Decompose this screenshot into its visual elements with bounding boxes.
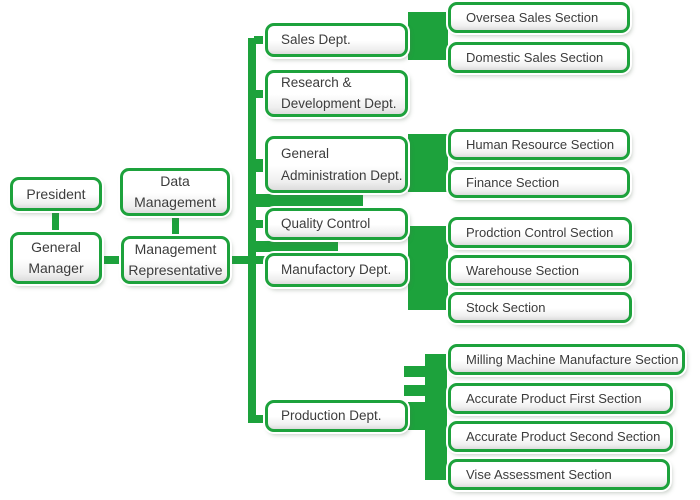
org-box-label: Sales Dept. [281, 31, 351, 47]
org-box-accurate-product-first-section: Accurate Product First Section [448, 383, 673, 414]
org-box-vise-assessment-section: Vise Assessment Section [448, 459, 670, 490]
connector-president-general-manager [52, 209, 59, 234]
connector-stub-sales-dept [254, 36, 268, 44]
connector-bracket-sales-sections [408, 12, 448, 60]
connector-stub-production-dept [248, 415, 268, 423]
connector-band-below-general-administration [250, 194, 363, 207]
org-box-warehouse-section: Warehouse Section [448, 255, 632, 286]
org-box-label: Warehouse Section [466, 262, 579, 278]
org-box-president: President [10, 177, 102, 211]
connector-stub-production-bracket-lower [404, 385, 425, 396]
org-box-label: Domestic Sales Section [466, 49, 604, 65]
org-box-label: Accurate Product First Section [466, 390, 642, 406]
org-box-oversea-sales-section: Oversea Sales Section [448, 2, 630, 33]
org-box-domestic-sales-section: Domestic Sales Section [448, 42, 630, 73]
org-box-manufactory-dept: Manufactory Dept. [265, 253, 408, 287]
org-box-accurate-product-second-section: Accurate Product Second Section [448, 421, 673, 452]
org-box-label: Oversea Sales Section [466, 9, 599, 25]
org-box-label: Manufactory Dept. [281, 261, 392, 277]
connector-bracket-administration-sections [408, 134, 448, 192]
connector-trunk-vertical [248, 38, 256, 423]
org-box-label: Finance Section [466, 174, 560, 190]
connector-band-below-quality-control [250, 241, 338, 252]
org-box-milling-machine-manufacture-section: Milling Machine Manufacture Section [448, 344, 685, 375]
org-box-label: Production Dept. [281, 407, 382, 423]
org-box-label: President [26, 185, 86, 202]
org-box-production-dept: Production Dept. [265, 400, 408, 432]
connector-stub-general-administration-dept [252, 159, 268, 172]
connector-data-management-management-representative [172, 214, 179, 238]
org-box-label: Milling Machine Manufacture Section [466, 351, 679, 367]
connector-stub-research-development-dept [254, 90, 268, 98]
org-box-quality-control: Quality Control [265, 208, 408, 240]
org-box-label: Prodction Control Section [466, 224, 614, 240]
org-box-human-resource-section: Human Resource Section [448, 129, 630, 160]
org-box-prodction-control-section: Prodction Control Section [448, 217, 632, 248]
connector-production-dept-bracket [408, 402, 426, 430]
org-box-sales-dept: Sales Dept. [265, 23, 408, 57]
org-box-general-administration-dept: General Administration Dept. [265, 136, 408, 193]
org-box-label: Accurate Product Second Section [466, 428, 661, 444]
org-box-finance-section: Finance Section [448, 167, 630, 198]
org-box-label: Human Resource Section [466, 136, 615, 152]
org-box-label: General Manager [28, 239, 84, 276]
org-box-label: Quality Control [281, 215, 371, 231]
org-box-label: Research & Development Dept. [281, 75, 397, 111]
org-box-label: Management Representative [128, 241, 223, 278]
connector-general-manager-management-representative [100, 256, 123, 264]
connector-stub-quality-control [254, 220, 268, 228]
org-box-stock-section: Stock Section [448, 292, 632, 323]
org-box-label: Vise Assessment Section [466, 466, 612, 482]
org-box-data-management: Data Management [120, 168, 230, 216]
org-box-research-development-dept: Research & Development Dept. [265, 70, 408, 117]
org-box-label: Stock Section [466, 299, 546, 315]
org-box-management-representative: Management Representative [121, 236, 230, 284]
org-box-label: General Administration Dept. [281, 145, 403, 183]
connector-stub-production-bracket-upper [404, 366, 425, 377]
connector-bracket-production-sections [425, 354, 447, 480]
org-box-label: Data Management [134, 173, 216, 210]
org-box-general-manager: General Manager [10, 232, 102, 284]
connector-bracket-manufactory-sections [408, 226, 448, 310]
